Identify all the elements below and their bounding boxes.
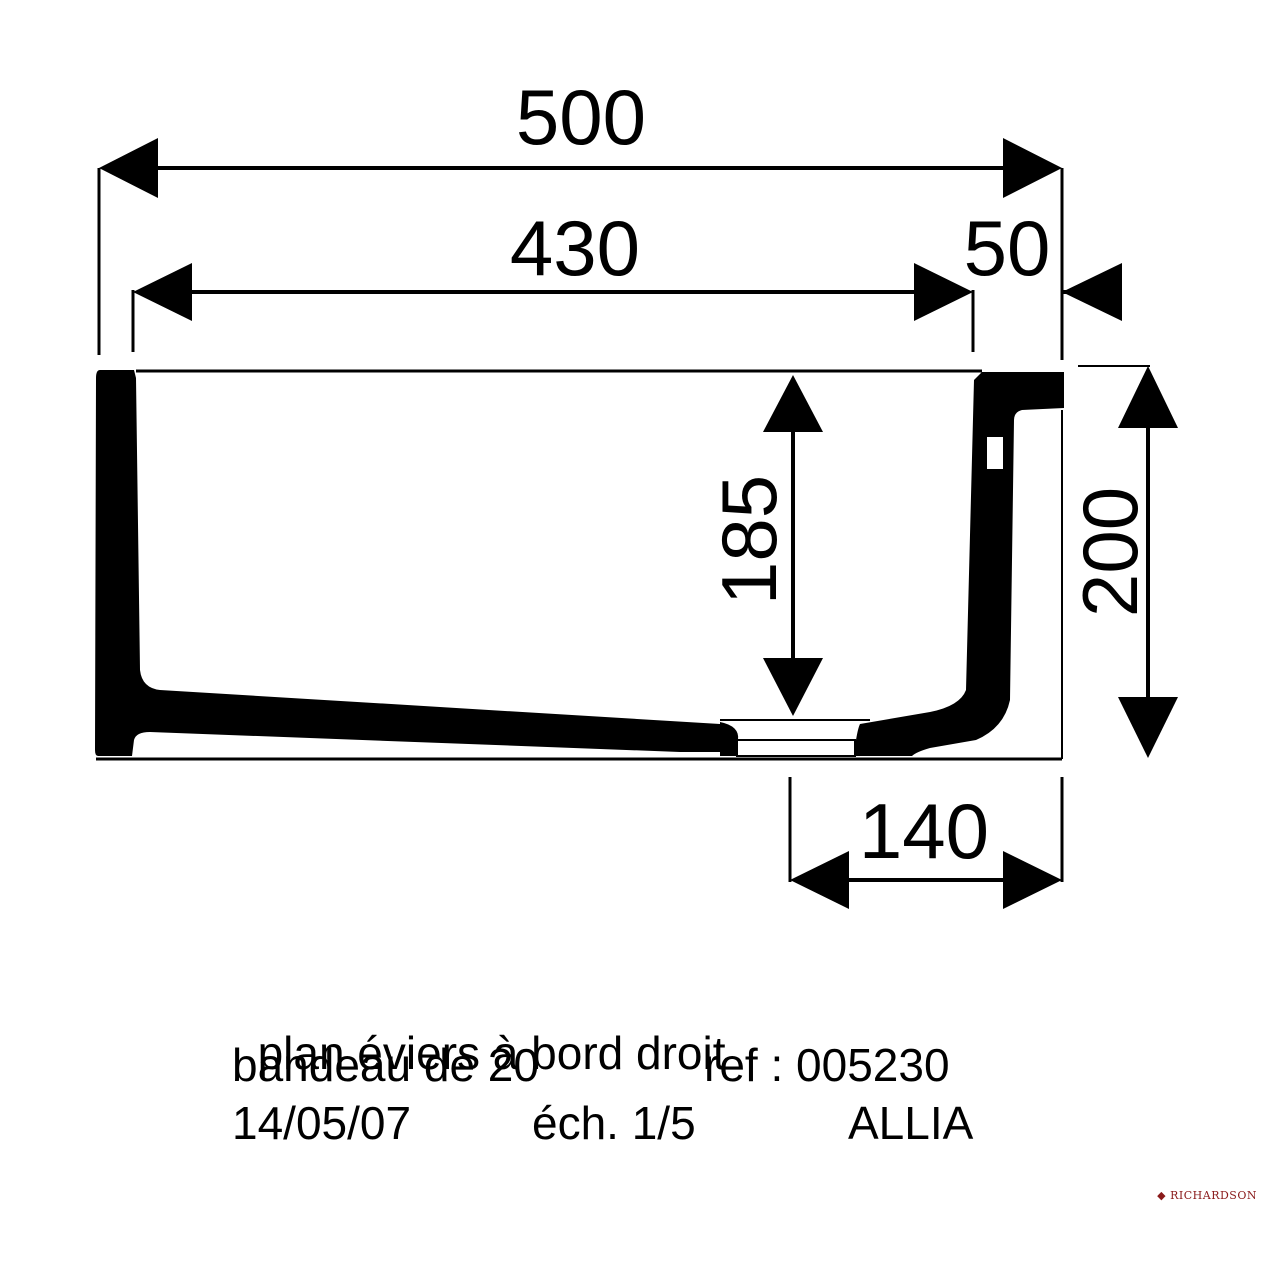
- dimension-140: [788, 777, 1064, 909]
- sink-section-drawing: 500 430 50 185 200 140: [95, 73, 1178, 909]
- label-200: 200: [1066, 487, 1154, 617]
- drain-flange-left: [720, 722, 739, 756]
- watermark-logo-icon: ◆: [1157, 1189, 1167, 1202]
- watermark: ◆ RICHARDSON: [1157, 1189, 1257, 1202]
- caption-band: bandeau de 20: [232, 1039, 539, 1091]
- caption-date: 14/05/07: [232, 1097, 412, 1149]
- caption-line-3: 14/05/07 éch. 1/5 ALLIA: [232, 1100, 1032, 1150]
- caption-ref: ref : 005230: [704, 1039, 950, 1091]
- right-wall-and-rim: [856, 372, 1064, 756]
- label-430: 430: [510, 204, 640, 292]
- dimension-200: [1078, 365, 1178, 758]
- sink-profile: [95, 369, 1064, 761]
- caption-title: plan éviers à bord droit: [257, 1027, 726, 1079]
- dimension-500: [97, 138, 1064, 360]
- watermark-text: RICHARDSON: [1170, 1189, 1257, 1202]
- dimension-430: [131, 263, 975, 352]
- overflow-slot: [985, 435, 1005, 471]
- label-500: 500: [516, 73, 646, 161]
- drain-opening: [736, 739, 856, 757]
- label-50: 50: [964, 204, 1051, 292]
- dimension-50: [1062, 263, 1122, 321]
- caption-brand: ALLIA: [848, 1097, 974, 1149]
- label-140: 140: [859, 787, 989, 875]
- caption-line-2: bandeau de 20 ref : 005230: [232, 1042, 1032, 1092]
- label-185: 185: [705, 475, 793, 605]
- caption-line-1: plan éviers à bord droit: [232, 984, 726, 1076]
- caption-scale: éch. 1/5: [532, 1097, 696, 1149]
- left-wall-and-floor: [95, 370, 736, 756]
- dimension-185: [763, 375, 823, 716]
